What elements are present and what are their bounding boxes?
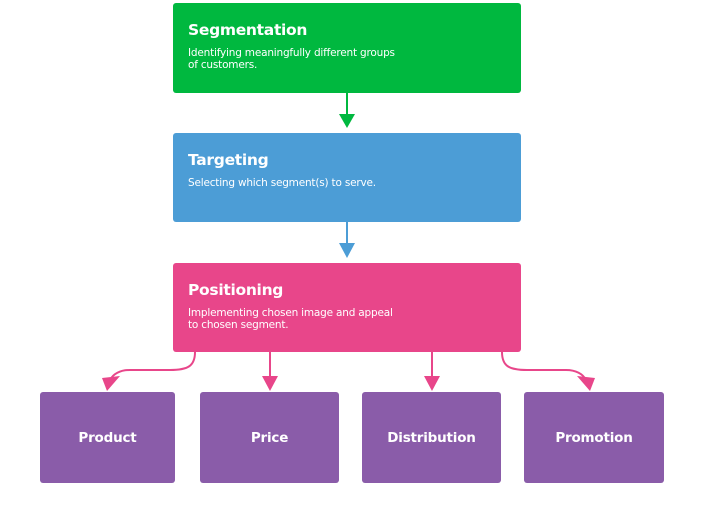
mix-product: Product [40,392,175,483]
mix-label: Price [250,429,289,446]
stage-segmentation: Segmentation Identifying meaningfully di… [173,3,521,93]
mix-price: Price [200,392,339,483]
arrowhead-icon [102,376,120,391]
stage-title: Positioning [188,281,284,299]
arrowhead-icon [262,376,278,391]
mix-label: Promotion [555,429,633,446]
stage-description: Implementing chosen image and appeal to … [188,307,393,331]
stage-positioning: Positioning Implementing chosen image an… [173,263,521,352]
stage-targeting: Targeting Selecting which segment(s) to … [173,133,521,222]
arrowhead-icon [339,243,355,258]
arrowhead-icon [339,114,355,128]
mix-label: Product [78,429,137,446]
arrow-positioning-to-promotion [501,351,587,381]
arrow-positioning-to-product [109,351,196,381]
stage-description: Identifying meaningfully different group… [188,47,395,71]
mix-label: Distribution [387,429,476,446]
stage-title: Targeting [188,151,269,169]
mix-promotion: Promotion [524,392,664,483]
stage-description: Selecting which segment(s) to serve. [188,177,376,189]
arrowhead-icon [424,376,440,391]
arrowhead-icon [577,376,595,391]
stage-title: Segmentation [188,21,308,39]
mix-distribution: Distribution [362,392,501,483]
